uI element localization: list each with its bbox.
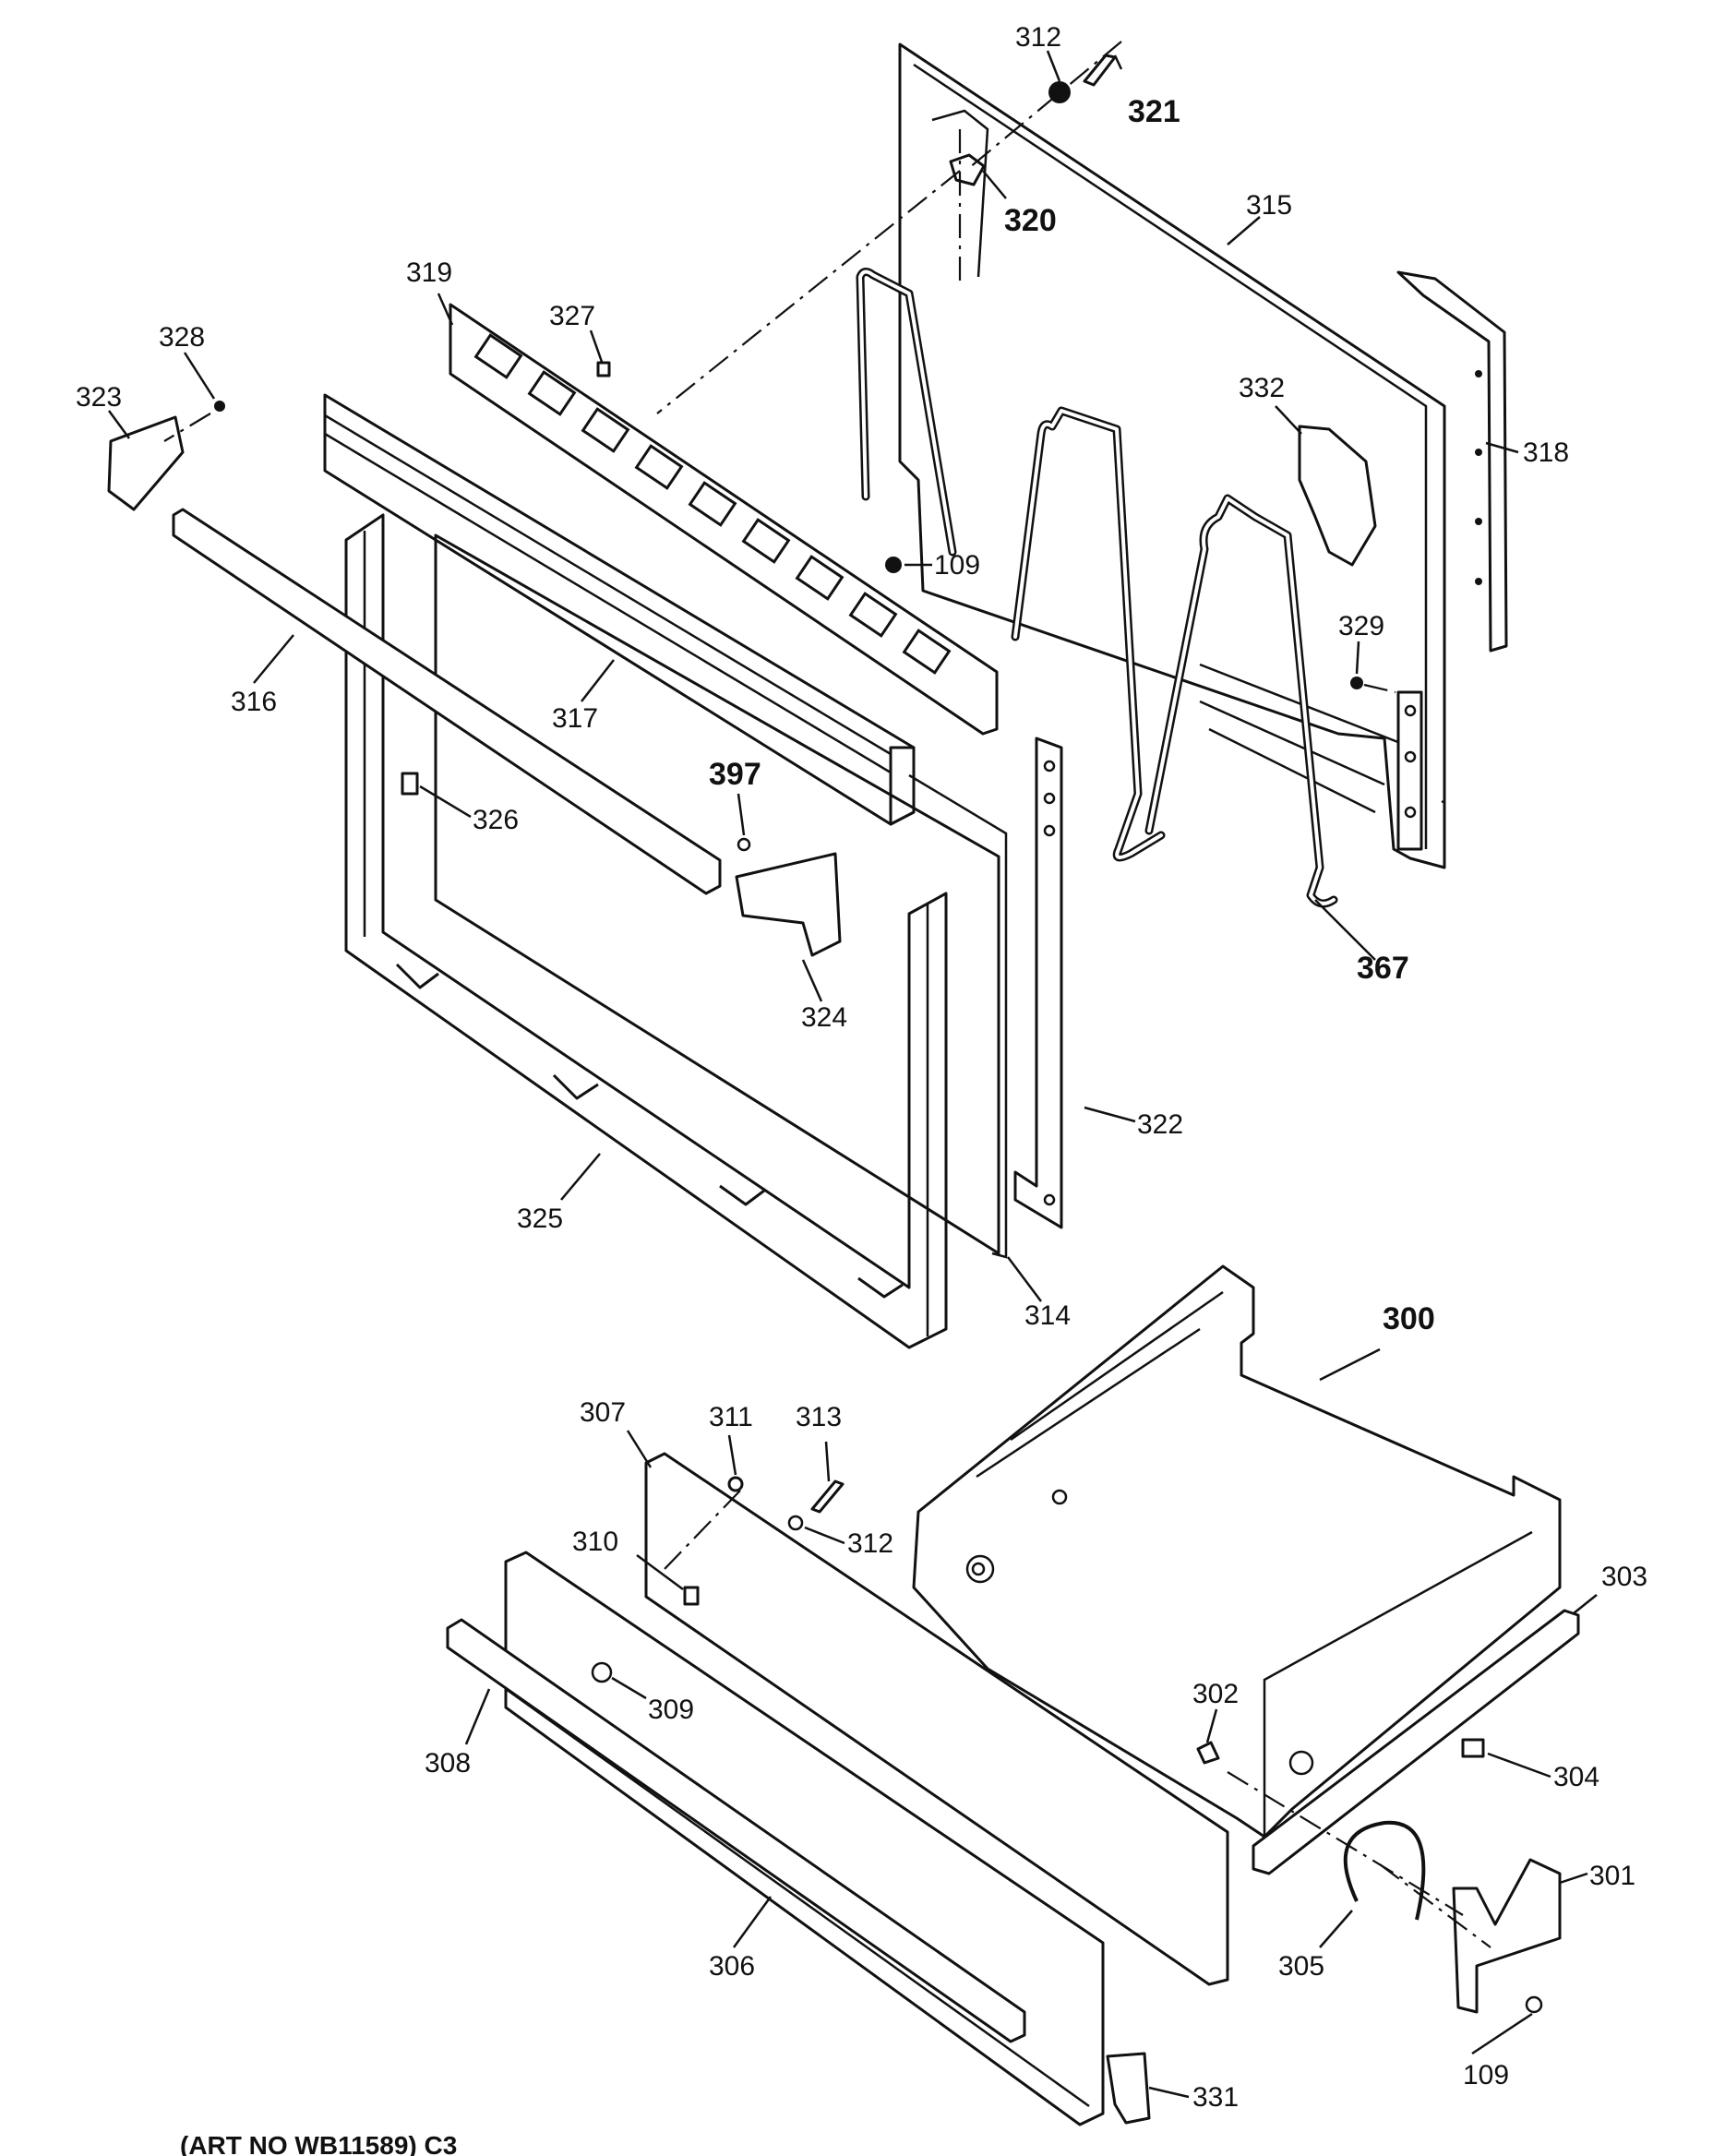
nut-327 [596, 361, 611, 377]
door-glass [434, 533, 1000, 1255]
screw-397 [737, 837, 751, 852]
drawer-handle-trim [446, 1618, 1026, 2043]
label-329: 329 [1338, 611, 1384, 641]
label-109-bottom: 109 [1463, 2060, 1509, 2090]
drawer-inner-panel [644, 1452, 1229, 1986]
assembly-lines [163, 41, 1491, 1948]
outer-door-frame [344, 513, 948, 1349]
door-wire-supports [856, 268, 1338, 908]
label-367: 367 [1357, 951, 1409, 986]
label-310: 310 [572, 1527, 618, 1557]
label-314: 314 [1024, 1300, 1071, 1331]
label-309: 309 [648, 1695, 694, 1725]
label-321: 321 [1128, 94, 1180, 129]
label-326: 326 [473, 805, 519, 835]
label-328: 328 [159, 322, 205, 353]
roller-304 [1461, 1738, 1485, 1758]
screw-313 [810, 1479, 845, 1514]
label-311: 311 [709, 1402, 753, 1432]
clip-310 [683, 1586, 700, 1606]
label-320: 320 [1004, 203, 1057, 238]
label-319: 319 [406, 258, 452, 288]
door-handle-bar [172, 508, 722, 895]
part-labels: 312 321 320 315 319 327 328 323 332 318 … [76, 22, 1647, 2113]
door-top-trim [323, 393, 916, 826]
label-324: 324 [801, 1002, 847, 1033]
label-301: 301 [1589, 1861, 1635, 1891]
label-306: 306 [709, 1951, 755, 1982]
label-331: 331 [1192, 2082, 1239, 2113]
label-300: 300 [1383, 1301, 1435, 1336]
label-304: 304 [1553, 1762, 1599, 1792]
insulation-block [1298, 425, 1377, 567]
label-317: 317 [552, 703, 598, 734]
label-305: 305 [1278, 1951, 1324, 1982]
nut-311 [727, 1476, 744, 1492]
drawer-slide-rail [1252, 1609, 1580, 1875]
glass-edge [908, 773, 1008, 1259]
footnote-art-number: (ART NO WB11589) C3 [180, 2131, 457, 2156]
nut-109-lower [1525, 1995, 1543, 2014]
nut-109-upper [885, 557, 902, 573]
ring-clip [1343, 1820, 1426, 1921]
label-315: 315 [1246, 190, 1292, 221]
label-312-top: 312 [1015, 22, 1061, 53]
screw-328 [214, 401, 225, 412]
handle-end-cap [107, 415, 185, 511]
rear-hinge-bracket [1452, 1858, 1562, 2014]
label-325: 325 [517, 1204, 563, 1234]
bracket-331 [1106, 2052, 1151, 2125]
label-302: 302 [1192, 1679, 1239, 1709]
label-322: 322 [1137, 1109, 1183, 1140]
pin-302 [1196, 1741, 1220, 1765]
latch-bracket [735, 852, 842, 957]
label-397: 397 [709, 757, 761, 792]
label-318: 318 [1523, 437, 1569, 468]
label-316: 316 [231, 687, 277, 717]
label-327: 327 [549, 301, 595, 331]
clip-326 [401, 772, 419, 796]
label-109-top: 109 [934, 550, 980, 581]
label-303: 303 [1601, 1562, 1647, 1592]
drawer-body [912, 1264, 1562, 1839]
side-channel [1013, 737, 1063, 1229]
label-313: 313 [796, 1402, 842, 1432]
label-308: 308 [425, 1748, 471, 1779]
label-307: 307 [580, 1397, 626, 1428]
leader-lines [107, 50, 1598, 2099]
label-323: 323 [76, 382, 122, 413]
screw-329 [1350, 677, 1363, 689]
label-332: 332 [1239, 373, 1285, 403]
label-312-bottom: 312 [847, 1528, 893, 1559]
side-trim-strip [1396, 270, 1508, 653]
vent-bracket [449, 303, 999, 736]
washer-312-lower [787, 1515, 804, 1531]
inner-door-panel [898, 42, 1446, 869]
